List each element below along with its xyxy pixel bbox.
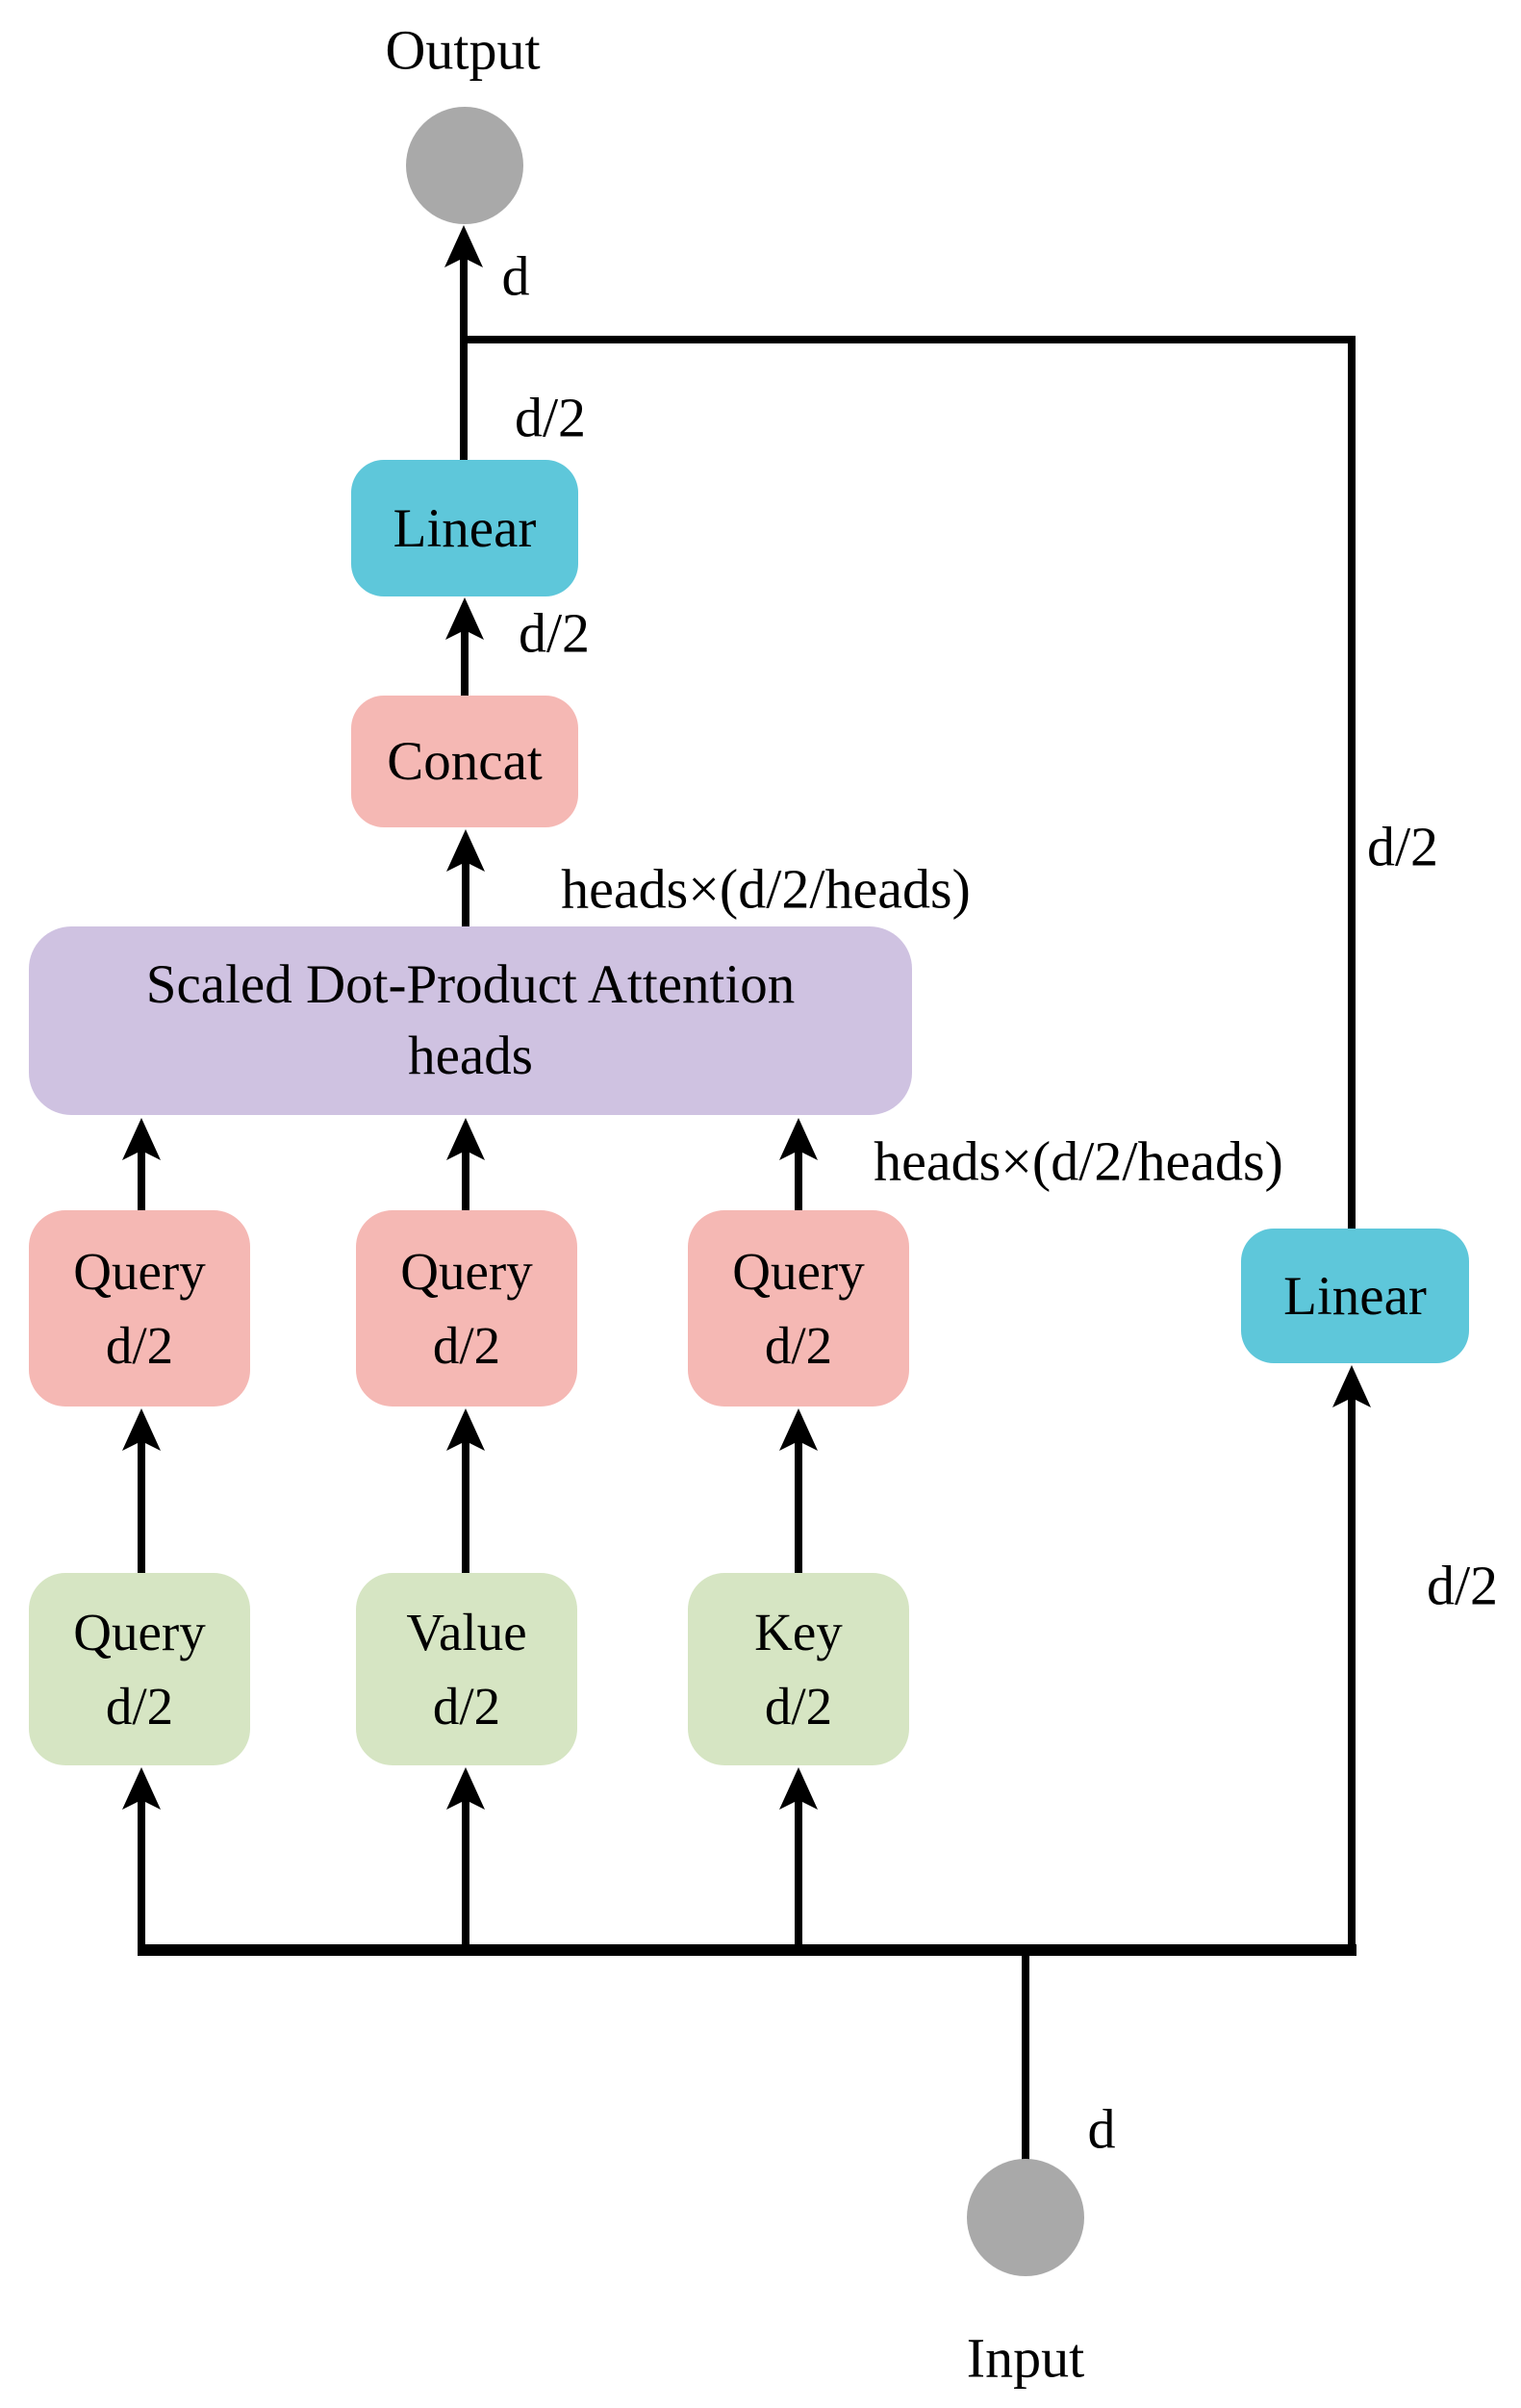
linear-right-box: Linear xyxy=(1241,1229,1469,1363)
arrowhead-linear-top xyxy=(445,597,484,640)
concat-box: Concat xyxy=(351,696,578,827)
arrowhead-headq2 xyxy=(446,1408,485,1451)
arrowhead-projq xyxy=(122,1767,161,1810)
arrowhead-attention-2 xyxy=(446,1118,485,1160)
out-dim-label: d xyxy=(501,244,530,308)
proj-key-dim: d/2 xyxy=(764,1677,833,1736)
linear-right-label: Linear xyxy=(1283,1265,1427,1327)
input-label: Input xyxy=(966,2326,1085,2390)
arrowhead-attention-3 xyxy=(779,1118,818,1160)
attention-box: Scaled Dot-Product Attention heads xyxy=(29,926,912,1115)
residual-dim-label: d/2 xyxy=(1366,815,1439,878)
proj-query-dim: d/2 xyxy=(105,1677,174,1736)
head-query-2-dim: d/2 xyxy=(432,1316,501,1375)
head-query-2-label: Query xyxy=(400,1242,533,1301)
attention-subtitle: heads xyxy=(408,1026,533,1086)
arrowhead-attention-1 xyxy=(122,1118,161,1160)
proj-query-label: Query xyxy=(73,1603,206,1661)
proj-value-label: Value xyxy=(406,1603,527,1661)
head-query-3-label: Query xyxy=(732,1242,865,1301)
proj-value-dim: d/2 xyxy=(432,1677,501,1736)
head-query-3-box: Query d/2 xyxy=(688,1210,909,1407)
proj-query-box: Query d/2 xyxy=(29,1573,250,1765)
concat-out-dim-label: d/2 xyxy=(518,601,591,665)
attention-out-dim-label: heads×(d/2/heads) xyxy=(561,857,971,921)
head-query-1-label: Query xyxy=(73,1242,206,1301)
proj-value-box: Value d/2 xyxy=(356,1573,577,1765)
head-query-1-box: Query d/2 xyxy=(29,1210,250,1407)
output-node xyxy=(406,107,523,224)
output-label: Output xyxy=(385,18,541,82)
head-query-3-dim: d/2 xyxy=(764,1316,833,1375)
linear-top-label: Linear xyxy=(393,497,537,559)
head-query-2-box: Query d/2 xyxy=(356,1210,577,1407)
linear-right-in-dim-label: d/2 xyxy=(1426,1554,1499,1617)
arrowhead-output xyxy=(444,225,483,267)
input-dim-label: d xyxy=(1087,2097,1116,2161)
arrowhead-linear-right xyxy=(1332,1365,1371,1407)
attention-in-dim-label: heads×(d/2/heads) xyxy=(874,1129,1283,1193)
arrowhead-projk xyxy=(779,1767,818,1810)
arrowhead-headq3 xyxy=(779,1408,818,1451)
input-node xyxy=(967,2159,1084,2276)
linear-top-box: Linear xyxy=(351,460,578,596)
proj-key-label: Key xyxy=(754,1603,843,1661)
arrowhead-projv xyxy=(446,1767,485,1810)
arrowhead-concat xyxy=(446,829,485,872)
proj-key-box: Key d/2 xyxy=(688,1573,909,1765)
linear-out-dim-label: d/2 xyxy=(514,386,587,449)
head-query-1-dim: d/2 xyxy=(105,1316,174,1375)
attention-title: Scaled Dot-Product Attention xyxy=(145,953,796,1015)
arrowhead-headq1 xyxy=(122,1408,161,1451)
concat-label: Concat xyxy=(387,731,543,792)
